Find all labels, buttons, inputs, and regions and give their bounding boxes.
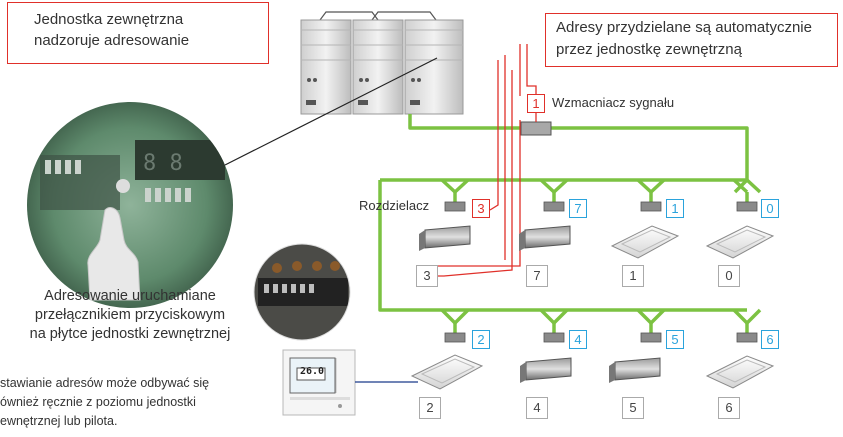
remote-controller <box>282 349 356 416</box>
controller-display-value: 26.0 <box>299 366 325 377</box>
top-unit-address-2: 7 <box>526 265 548 287</box>
pcb-board-photo: 8 8 <box>27 102 233 308</box>
auto-address-line1: Adresy przydzielane są automatycznie <box>556 19 812 36</box>
indoor-units-top <box>419 225 775 259</box>
svg-text:8 8: 8 8 <box>143 151 183 176</box>
auto-address-note: Adresy przydzielane są automatycznie prz… <box>545 13 838 67</box>
branch-connectors <box>444 201 758 343</box>
manual-caption-line1: stawianie adresów może odbywać się <box>0 376 210 390</box>
outdoor-unit-group <box>300 11 464 115</box>
top-unit-tag-2: 7 <box>569 199 587 218</box>
signal-wires <box>437 44 537 277</box>
bottom-unit-tag-4: 6 <box>761 330 779 349</box>
bottom-unit-address-1: 2 <box>419 397 441 419</box>
button-caption-line2: przełącznikiem przyciskowym <box>34 307 226 323</box>
manual-addressing-caption: stawianie adresów może odbywać się ównie… <box>0 374 280 431</box>
terminal-board-photo <box>254 244 350 340</box>
top-unit-tag-3: 1 <box>666 199 684 218</box>
auto-address-line2: przez jednostkę zewnętrzną <box>556 41 742 58</box>
manual-caption-line3: ewnętrznej lub pilota. <box>0 414 118 428</box>
indoor-units-bottom <box>410 354 775 390</box>
top-unit-tag-1: 3 <box>472 199 490 218</box>
signal-amplifier-unit <box>520 121 552 136</box>
bottom-unit-tag-2: 4 <box>569 330 587 349</box>
outdoor-supervises-line1: Jednostka zewnętrzna <box>34 11 184 28</box>
refrigerant-pipe-network <box>378 114 762 333</box>
top-unit-address-4: 0 <box>718 265 740 287</box>
outdoor-supervises-note: Jednostka zewnętrzna nadzoruje adresowan… <box>7 2 269 64</box>
manual-caption-line2: ównież ręcznie z poziomu jednostki <box>0 395 196 409</box>
button-caption-line3: na płytce jednostki zewnętrznej <box>29 326 231 342</box>
bottom-unit-tag-1: 2 <box>472 330 490 349</box>
board-pointer-line <box>224 57 438 166</box>
outdoor-supervises-line2: nadzoruje adresowanie <box>34 32 190 49</box>
button-addressing-caption: Adresowanie uruchamiane przełącznikiem p… <box>0 287 260 344</box>
bottom-unit-address-3: 5 <box>622 397 644 419</box>
button-caption-line1: Adresowanie uruchamiane <box>44 288 216 304</box>
bottom-unit-address-2: 4 <box>526 397 548 419</box>
amplifier-number-tag: 1 <box>527 94 545 113</box>
bottom-unit-tag-3: 5 <box>666 330 684 349</box>
amplifier-label: Wzmacniacz sygnału <box>552 95 675 110</box>
bottom-unit-address-4: 6 <box>718 397 740 419</box>
splitter-label: Rozdzielacz <box>359 198 430 213</box>
top-unit-tag-4: 0 <box>761 199 779 218</box>
top-unit-address-3: 1 <box>622 265 644 287</box>
top-unit-address-1: 3 <box>416 265 438 287</box>
